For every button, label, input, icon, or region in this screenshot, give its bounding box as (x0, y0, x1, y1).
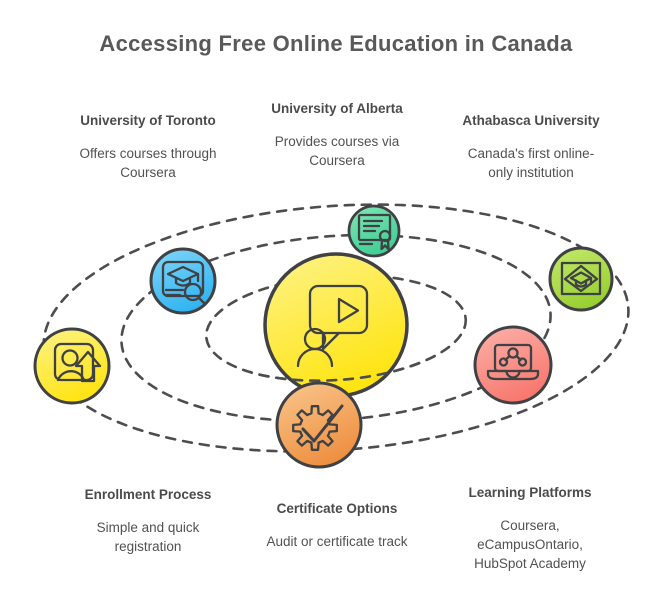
online-learning-laptop-icon (486, 343, 540, 381)
note-enrollment-process: Enrollment Process Simple and quick regi… (38, 486, 258, 556)
video-lesson-chat-icon (296, 284, 369, 368)
note-learning-platforms: Learning Platforms Coursera, eCampusOnta… (420, 484, 640, 573)
central-circle (263, 252, 409, 398)
graduation-mail-icon (560, 261, 602, 296)
note-body: Offers courses through Coursera (79, 146, 217, 180)
note-body: Provides courses via Coursera (274, 134, 400, 168)
note-athabasca-university: Athabasca University Canada's first onli… (420, 112, 642, 182)
note-heading: Certificate Options (276, 501, 398, 516)
note-certificate-options: Certificate Options Audit or certificate… (217, 500, 457, 551)
node-learning-platform (473, 325, 553, 405)
node-enrollment (33, 327, 111, 405)
note-body: Simple and quick registration (96, 520, 200, 554)
gear-check-icon (292, 404, 344, 451)
note-heading: Athabasca University (462, 113, 600, 128)
note-body: Audit or certificate track (266, 534, 408, 549)
note-body: Canada's first online- only institution (467, 146, 595, 180)
note-heading: University of Toronto (80, 113, 216, 128)
node-course-search (149, 247, 217, 315)
node-graduation (548, 246, 614, 312)
course-search-icon (161, 260, 207, 306)
node-gear-check (275, 381, 363, 469)
enrollment-upload-icon (53, 342, 102, 383)
note-heading: University of Alberta (271, 101, 403, 116)
note-body: Coursera, eCampusOntario, HubSpot Academ… (474, 518, 586, 571)
note-university-of-toronto: University of Toronto Offers courses thr… (38, 112, 258, 182)
note-heading: Learning Platforms (468, 485, 592, 500)
node-certificate (347, 204, 401, 258)
note-university-of-alberta: University of Alberta Provides courses v… (227, 100, 447, 170)
node-central-video-lesson (250, 252, 425, 398)
orbit-ring-middle (120, 233, 552, 423)
page-title: Accessing Free Online Education in Canad… (99, 31, 573, 56)
note-heading: Enrollment Process (84, 487, 212, 502)
certificate-icon (357, 213, 392, 251)
